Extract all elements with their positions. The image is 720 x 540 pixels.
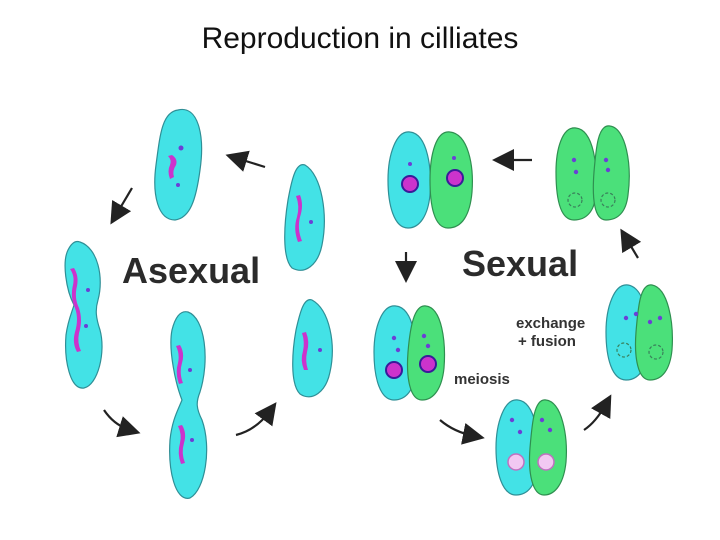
- asexual-cell-right-upper: [284, 164, 325, 271]
- asexual-cycle: Asexual: [64, 108, 333, 499]
- sexual-cycle: Sexual exchange + fusion meiosis: [373, 125, 673, 496]
- arrow-sexual-bottom-right: [583, 394, 612, 431]
- arrow-asexual-left: [110, 187, 133, 225]
- arrow-asexual-top: [225, 150, 266, 172]
- asexual-cell-dividing: [169, 311, 208, 499]
- label-asexual: Asexual: [122, 250, 260, 291]
- label-sexual: Sexual: [462, 243, 578, 284]
- sexual-pair-top-left: [387, 131, 473, 229]
- slide-title: Reproduction in cilliates: [201, 22, 519, 55]
- sexual-pair-left: [373, 305, 446, 401]
- asexual-cell-top: [154, 108, 203, 221]
- arrow-asexual-bottom-right: [235, 402, 277, 437]
- sexual-pair-bottom: [495, 399, 567, 496]
- arrow-sexual-right: [620, 228, 642, 259]
- asexual-cell-right-lower: [292, 299, 333, 398]
- label-exchange: exchange: [516, 315, 585, 332]
- label-fusion: + fusion: [518, 333, 576, 350]
- sexual-pair-top-right: [555, 125, 630, 221]
- asexual-cell-left: [64, 240, 103, 389]
- label-meiosis: meiosis: [454, 371, 510, 388]
- sexual-pair-right: [605, 284, 673, 381]
- arrow-asexual-bottom-left: [103, 409, 141, 438]
- arrow-sexual-bottom-left: [439, 419, 485, 445]
